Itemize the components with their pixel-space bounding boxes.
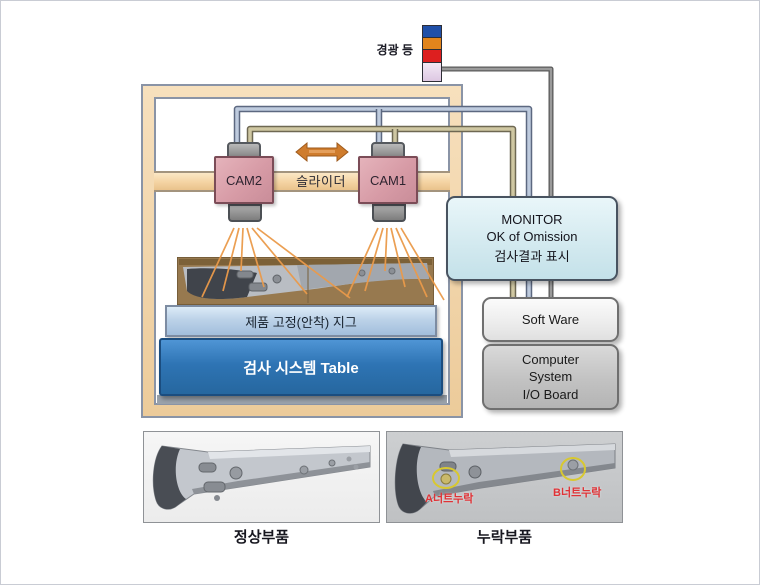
cam2-lens [228, 204, 262, 222]
computer-line-1: Computer [521, 351, 580, 367]
normal-part-caption: 정상부품 [233, 529, 290, 546]
table-base-shadow [157, 395, 447, 404]
slide-direction-arrow-icon [295, 141, 349, 163]
warning-light-label: 경광 등 [376, 43, 413, 57]
computer-line-3: I/O Board [522, 386, 579, 402]
missing-part-photo: A너트누락 B너트누락 [386, 431, 623, 523]
software-label: Soft Ware [521, 312, 580, 327]
monitor-line-3: 검사결과 표시 [494, 249, 570, 264]
nut-a-missing-label: A너트누락 [425, 493, 474, 505]
cam1-lens [372, 204, 406, 222]
inspection-table: 검사 시스템 Table [159, 338, 443, 396]
cam1-label: CAM1 [369, 172, 407, 188]
missing-part-caption: 누락부품 [476, 529, 533, 546]
cam2-body: CAM2 [214, 156, 274, 204]
computer-box: Computer System I/O Board [482, 344, 619, 410]
software-box: Soft Ware [482, 297, 619, 342]
jig-bar: 제품 고정(안착) 지그 [165, 305, 437, 337]
missing-part-drawing [394, 443, 616, 514]
jig-label: 제품 고정(안착) 지그 [245, 314, 357, 330]
warning-light-red [422, 49, 442, 63]
nut-b-missing-label: B너트누락 [553, 487, 602, 499]
inspection-table-label: 검사 시스템 Table [243, 359, 359, 377]
monitor-line-1: MONITOR [501, 212, 563, 227]
computer-line-2: System [528, 369, 573, 385]
inspected-part-photo [177, 257, 434, 305]
cam2-label: CAM2 [225, 172, 263, 188]
warning-light-tower-icon [422, 25, 442, 82]
monitor-line-2: OK of Omission [486, 229, 578, 244]
slider-label: 슬라이더 [296, 174, 346, 189]
normal-part-drawing [152, 445, 371, 510]
cam1-body: CAM1 [358, 156, 418, 204]
monitor-box: MONITOR OK of Omission 검사결과 표시 [446, 196, 618, 281]
warning-light-white [422, 62, 442, 82]
normal-part-photo [143, 431, 380, 523]
